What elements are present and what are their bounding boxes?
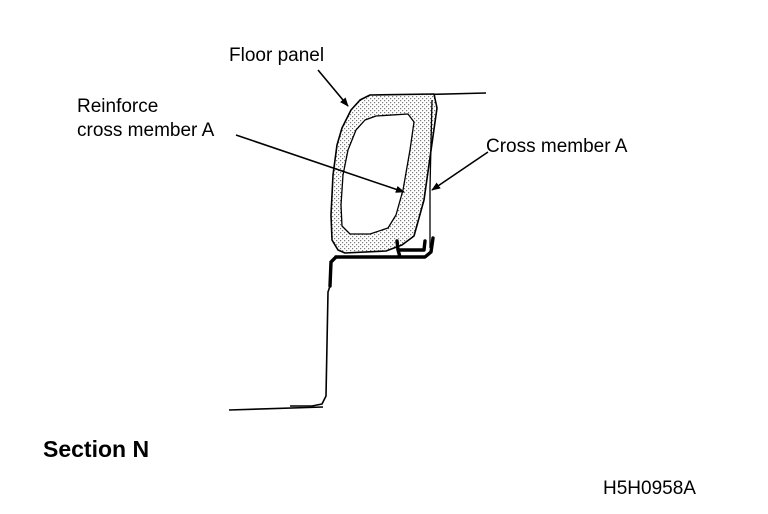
cross-member-label: Cross member A [486,136,628,157]
figure-code: H5H0958A [603,478,696,499]
floor-panel-label: Floor panel [229,45,325,66]
side-panel-wall [290,285,331,407]
reinforce-label-line2: cross member A [77,120,215,141]
side-panel-thick [328,255,338,288]
cross-member-outline [429,99,433,248]
section-title: Section N [43,436,150,462]
reinforce-label-line1: Reinforce [77,96,159,117]
bottom-flange-line [228,406,324,411]
reinforce-inner-hollow [340,113,415,235]
cross-member-leader [431,151,489,191]
floor-panel-leader [317,69,349,107]
reinforce-leader [235,134,405,193]
cross-member-channel [334,236,435,259]
